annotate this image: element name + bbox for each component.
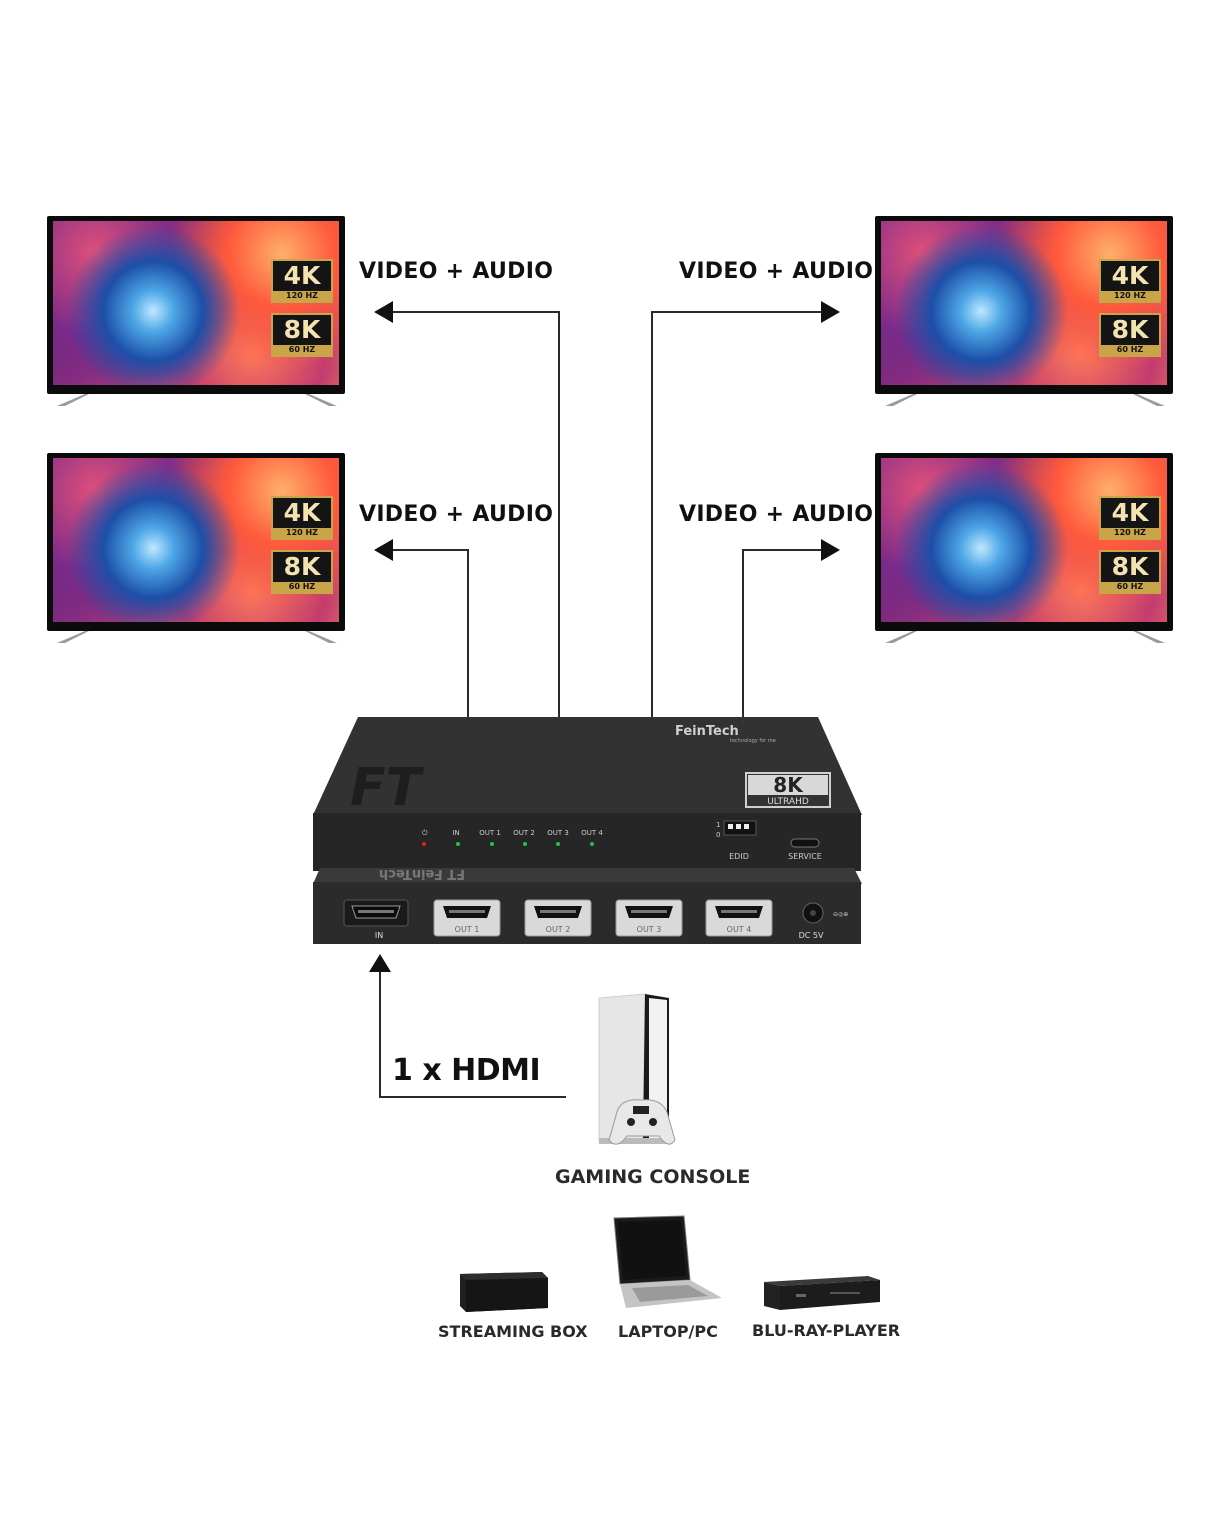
hdmi-port-out4[interactable] [705,899,773,937]
resolution-badge: 8K 60 HZ [1099,313,1161,357]
output-label-mid-left: VIDEO + AUDIO [359,502,554,527]
rear-port-label-3: OUT 3 [637,925,662,934]
led-out4 [590,842,594,846]
tv-mid-left: 4K 120 HZ 8K 60 HZ [47,453,347,653]
line-input [379,968,566,1098]
blu-ray-player-image [764,1276,880,1310]
blu-ray-player-label: BLU-RAY-PLAYER [752,1321,901,1340]
rear-port-label-4: OUT 4 [727,925,752,934]
tv-mid-right: 4K 120 HZ 8K 60 HZ [875,453,1175,653]
rear-port-label-1: OUT 1 [455,925,480,934]
line-out3-to-tv-top-right [651,311,836,901]
led-out3 [556,842,560,846]
rear-port-label-0: IN [375,931,383,940]
tv-screen: 4K 120 HZ 8K 60 HZ [53,221,339,385]
resolution-badge: 4K 120 HZ [271,496,333,540]
arrow-top-right [821,301,840,323]
resolution-badge: 4K 120 HZ [1099,259,1161,303]
output-label-top-right: VIDEO + AUDIO [679,259,874,284]
resolution-badge: 8K 60 HZ [1099,550,1161,594]
led-label-2: OUT 2 [513,829,535,837]
output-label-top-left: VIDEO + AUDIO [359,259,554,284]
arrow-input [369,954,391,972]
power-led [422,842,426,846]
led-label-4: OUT 4 [581,829,603,837]
tv-screen: 4K 120 HZ 8K 60 HZ [881,221,1167,385]
resolution-badge: 8K 60 HZ [271,313,333,357]
output-label-mid-right: VIDEO + AUDIO [679,502,874,527]
hdmi-port-in[interactable] [343,899,409,927]
service-label-text: SERVICE [788,852,822,861]
led-label-0: IN [452,829,459,837]
led-in [456,842,460,846]
edid-switch-0: 0 [716,831,720,839]
arrow-top-left [374,301,393,323]
edid-label-text: EDID [729,852,749,861]
hdmi-port-out2[interactable] [524,899,592,937]
gaming-console-label: GAMING CONSOLE [555,1166,751,1188]
hdmi-splitter-front: FT 8K ULTRAHD FeinTech technology for me… [313,717,862,871]
rear-port-label-2: OUT 2 [546,925,571,934]
svg-text:FT FeinTech: FT FeinTech [379,866,465,881]
laptop-image [613,1215,722,1308]
hdmi-port-out3[interactable] [615,899,683,937]
tv-top-left: 4K 120 HZ 8K 60 HZ [47,216,347,416]
led-out2 [523,842,527,846]
power-icon: ⏻ [422,829,428,837]
streaming-box-image [460,1272,548,1312]
gaming-console-image [598,993,676,1145]
streaming-box-label: STREAMING BOX [438,1322,588,1341]
resolution-badge: 8K 60 HZ [271,550,333,594]
resolution-badge: 4K 120 HZ [271,259,333,303]
hdmi-splitter-rear: FT FeinTech IN OUT 1 OUT 2 OUT 3 OUT 4 D… [313,866,862,944]
led-label-3: OUT 3 [547,829,569,837]
arrow-mid-left [374,539,393,561]
edid-switch-1: 1 [716,821,720,829]
dc-label-text: DC 5V [799,931,824,940]
tv-screen: 4K 120 HZ 8K 60 HZ [881,458,1167,622]
laptop-label: LAPTOP/PC [618,1322,718,1341]
polarity-icon: ⊖◎⊕ [833,911,848,918]
line-out2-to-tv-top-left [378,311,560,901]
hdmi-port-out1[interactable] [433,899,501,937]
device-tagline-text: technology for me [730,738,776,744]
led-out1 [490,842,494,846]
device-logo: FT [350,758,425,818]
tv-top-right: 4K 120 HZ 8K 60 HZ [875,216,1175,416]
device-badge-text: 8K [773,773,804,797]
arrow-mid-right [821,539,840,561]
device-brand-text: FeinTech [675,724,739,739]
input-label: 1 x HDMI [392,1053,541,1088]
resolution-badge: 4K 120 HZ [1099,496,1161,540]
led-label-1: OUT 1 [479,829,501,837]
tv-screen: 4K 120 HZ 8K 60 HZ [53,458,339,622]
resolution-badge-device [745,772,831,808]
service-port [790,838,820,848]
device-badge-sub: ULTRAHD [767,797,809,807]
